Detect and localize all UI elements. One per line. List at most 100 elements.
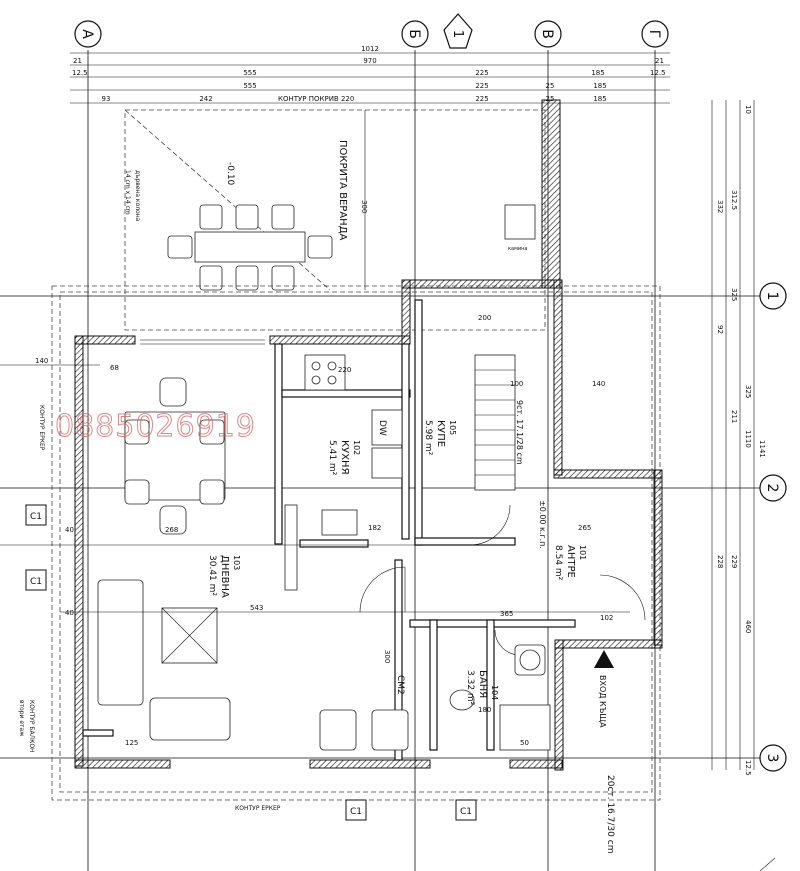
svg-text:30.41 m²: 30.41 m² xyxy=(207,555,217,596)
svg-text:А: А xyxy=(79,29,95,39)
svg-text:±0.00 к.г.п.: ±0.00 к.г.п. xyxy=(538,500,547,549)
svg-text:365: 365 xyxy=(500,610,513,618)
svg-text:300: 300 xyxy=(383,650,391,663)
svg-text:С1: С1 xyxy=(30,512,42,522)
top-dimensions: 1012 21 970 21 12.5 555 225 185 12.5 555… xyxy=(70,45,670,104)
svg-text:1110: 1110 xyxy=(744,430,752,448)
svg-text:12.5: 12.5 xyxy=(72,69,88,77)
svg-text:8.54 m²: 8.54 m² xyxy=(553,545,563,581)
svg-text:В: В xyxy=(539,29,555,39)
axis-bubble-G: Г xyxy=(641,20,669,48)
svg-text:229: 229 xyxy=(730,555,738,568)
svg-text:105: 105 xyxy=(448,420,457,435)
svg-text:102: 102 xyxy=(600,614,613,622)
svg-text:3: 3 xyxy=(764,754,780,763)
svg-text:20ст. 16.7/30 cm: 20ст. 16.7/30 cm xyxy=(605,775,615,853)
svg-text:93: 93 xyxy=(102,95,111,103)
window-tag: С1 xyxy=(25,504,47,526)
svg-text:102: 102 xyxy=(352,440,361,455)
svg-text:2: 2 xyxy=(764,484,780,493)
svg-text:185: 185 xyxy=(591,69,604,77)
svg-text:дървена колона: дървена колона xyxy=(134,170,141,222)
svg-text:460: 460 xyxy=(744,620,752,633)
svg-text:5.41 m²: 5.41 m² xyxy=(327,440,337,476)
svg-text:БАНЯ: БАНЯ xyxy=(477,670,488,698)
axis-bubble-B: Б xyxy=(401,20,429,48)
staircase: 9ст. 17.1/28 cm 20ст. 16.7/30 cm xyxy=(474,354,615,853)
svg-text:185: 185 xyxy=(593,82,606,90)
veranda-area: ПОКРИТА ВЕРАНДА -0.10 дървена колона 14 … xyxy=(124,109,546,331)
svg-text:12.5: 12.5 xyxy=(744,760,752,776)
svg-text:50: 50 xyxy=(520,739,529,747)
svg-text:1141: 1141 xyxy=(758,440,766,458)
axis-bubble-V: В xyxy=(534,20,562,48)
window-tag: С1 xyxy=(455,799,477,821)
svg-text:КУПЕ: КУПЕ xyxy=(435,420,446,447)
svg-text:DW: DW xyxy=(377,420,387,436)
svg-text:25: 25 xyxy=(546,82,555,90)
window-tag: С1 xyxy=(345,799,367,821)
axis-bubble-3: 3 xyxy=(759,744,787,772)
svg-text:200: 200 xyxy=(478,314,491,322)
svg-text:40: 40 xyxy=(65,526,74,534)
misc-dimensions: 140 68 40 268 40 543 200 100 220 140 265… xyxy=(0,200,630,747)
room-label-closet: КУПЕ 5.98 m² 105 xyxy=(423,420,457,456)
svg-text:101: 101 xyxy=(578,545,587,560)
svg-text:242: 242 xyxy=(199,95,212,103)
svg-text:225: 225 xyxy=(475,82,488,90)
svg-text:С1: С1 xyxy=(350,807,362,817)
svg-text:-0.10: -0.10 xyxy=(225,162,235,186)
phone-watermark: 0885026919 xyxy=(55,409,256,444)
svg-text:Г: Г xyxy=(646,30,662,39)
svg-text:ПОКРИТА ВЕРАНДА: ПОКРИТА ВЕРАНДА xyxy=(337,140,348,241)
contour-erker-bottom-label: КОНТУР ЕРКЕР xyxy=(235,805,281,812)
svg-text:5.98 m²: 5.98 m² xyxy=(423,420,433,456)
svg-text:14 cm x 14 cm: 14 cm x 14 cm xyxy=(124,170,131,215)
svg-text:1: 1 xyxy=(764,292,780,301)
svg-text:40: 40 xyxy=(65,609,74,617)
bathroom-fixtures xyxy=(449,644,551,751)
svg-text:300: 300 xyxy=(360,200,368,213)
svg-text:140: 140 xyxy=(35,357,48,365)
room-label-living: ДНЕВНА 30.41 m² 103 xyxy=(207,555,241,598)
svg-text:68: 68 xyxy=(110,364,119,372)
svg-text:100: 100 xyxy=(510,380,523,388)
svg-text:АНТРЕ: АНТРЕ xyxy=(565,545,576,578)
svg-text:332: 332 xyxy=(716,200,724,213)
svg-text:185: 185 xyxy=(593,95,606,103)
contour-balcony-label: КОНТУР БАЛКОН xyxy=(28,700,35,753)
svg-text:211: 211 xyxy=(730,410,738,423)
svg-text:КОНТУР ПОКРИВ 220: КОНТУР ПОКРИВ 220 xyxy=(278,95,354,103)
north-arrow-icon: 1 xyxy=(443,13,473,49)
veranda-chairs xyxy=(167,204,333,291)
svg-text:1: 1 xyxy=(450,30,465,38)
axis-bubble-1: 1 xyxy=(759,282,787,310)
entrance-marker: ВХОД КЪЩА xyxy=(594,650,614,728)
svg-text:25: 25 xyxy=(546,95,555,103)
svg-text:3.32 m²: 3.32 m² xyxy=(465,670,475,706)
svg-text:Б: Б xyxy=(406,29,422,39)
svg-text:180: 180 xyxy=(478,706,491,714)
exterior-walls xyxy=(74,99,663,771)
living-furniture xyxy=(97,377,409,751)
svg-text:9ст. 17.1/28 cm: 9ст. 17.1/28 cm xyxy=(515,400,524,465)
svg-text:ДНЕВНА: ДНЕВНА xyxy=(219,555,230,598)
axis-bubble-A: А xyxy=(74,20,102,48)
svg-text:555: 555 xyxy=(243,82,256,90)
room-label-bathroom: БАНЯ 3.32 m² 104 xyxy=(465,670,499,706)
second-floor-label: втори етаж xyxy=(18,700,25,737)
svg-text:21: 21 xyxy=(655,57,664,65)
svg-text:265: 265 xyxy=(578,524,591,532)
kitchen-fixtures: DW xyxy=(284,354,403,591)
interior-walls xyxy=(82,299,576,761)
right-dimensions: 1141 1110 10 312.5 332 325 211 92 325 22… xyxy=(711,100,766,776)
svg-text:268: 268 xyxy=(165,526,178,534)
svg-text:КУХНЯ: КУХНЯ xyxy=(339,440,350,475)
svg-text:555: 555 xyxy=(243,69,256,77)
sm2-label: СМ2 xyxy=(395,675,405,695)
svg-text:312.5: 312.5 xyxy=(730,190,738,210)
svg-text:140: 140 xyxy=(592,380,605,388)
svg-text:ВХОД КЪЩА: ВХОД КЪЩА xyxy=(598,675,607,728)
svg-text:10: 10 xyxy=(744,105,752,114)
